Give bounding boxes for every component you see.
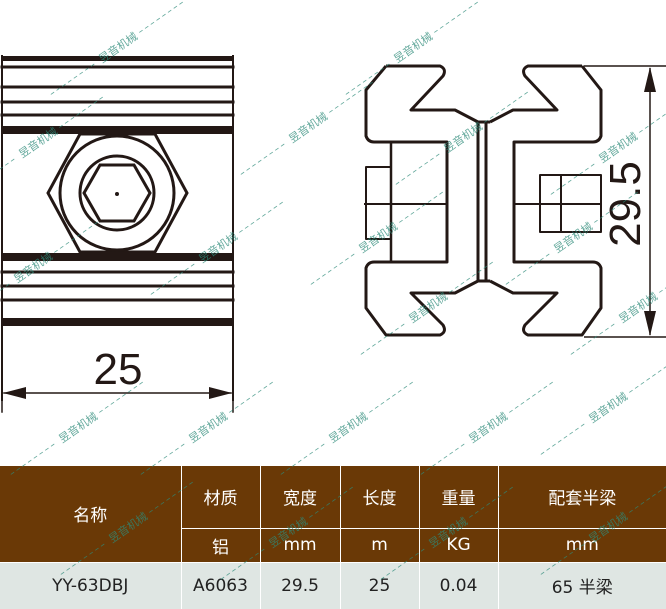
cell-weight: 0.04 (418, 561, 499, 609)
header-name: 名称 (0, 466, 182, 563)
height-dimension-label: 29.5 (601, 161, 650, 247)
header-weight: 重量 (418, 466, 499, 529)
cell-name: YY-63DBJ (0, 561, 182, 609)
header-length: 长度 (339, 466, 420, 529)
table-row: YY-63DBJ A6063 29.5 25 0.04 65 半梁 (0, 561, 666, 609)
cell-width: 29.5 (259, 561, 341, 609)
unit-length: m (339, 527, 420, 563)
front-view (0, 55, 235, 413)
cell-length: 25 (339, 561, 420, 609)
unit-material: 铝 (181, 527, 261, 563)
header-width: 宽度 (259, 466, 341, 529)
unit-matching-beam: mm (497, 527, 666, 563)
hex-socket (82, 163, 152, 223)
header-material: 材质 (180, 466, 261, 529)
unit-width: mm (259, 527, 341, 563)
cell-material: A6063 (180, 561, 261, 609)
cell-matching-beam: 65 半梁 (497, 561, 666, 609)
technical-drawing: 25 29.5 (0, 55, 666, 413)
header-row: 名称 材质 宽度 长度 重量 配套半梁 (0, 466, 666, 563)
spec-table: 名称 材质 宽度 长度 重量 配套半梁 铝 mm m KG mm YY-63DB… (0, 466, 666, 609)
hex-nut (46, 132, 189, 254)
header-matching-beam: 配套半梁 (497, 466, 666, 529)
width-dimension-label: 25 (94, 345, 143, 394)
unit-weight: KG (418, 527, 499, 563)
